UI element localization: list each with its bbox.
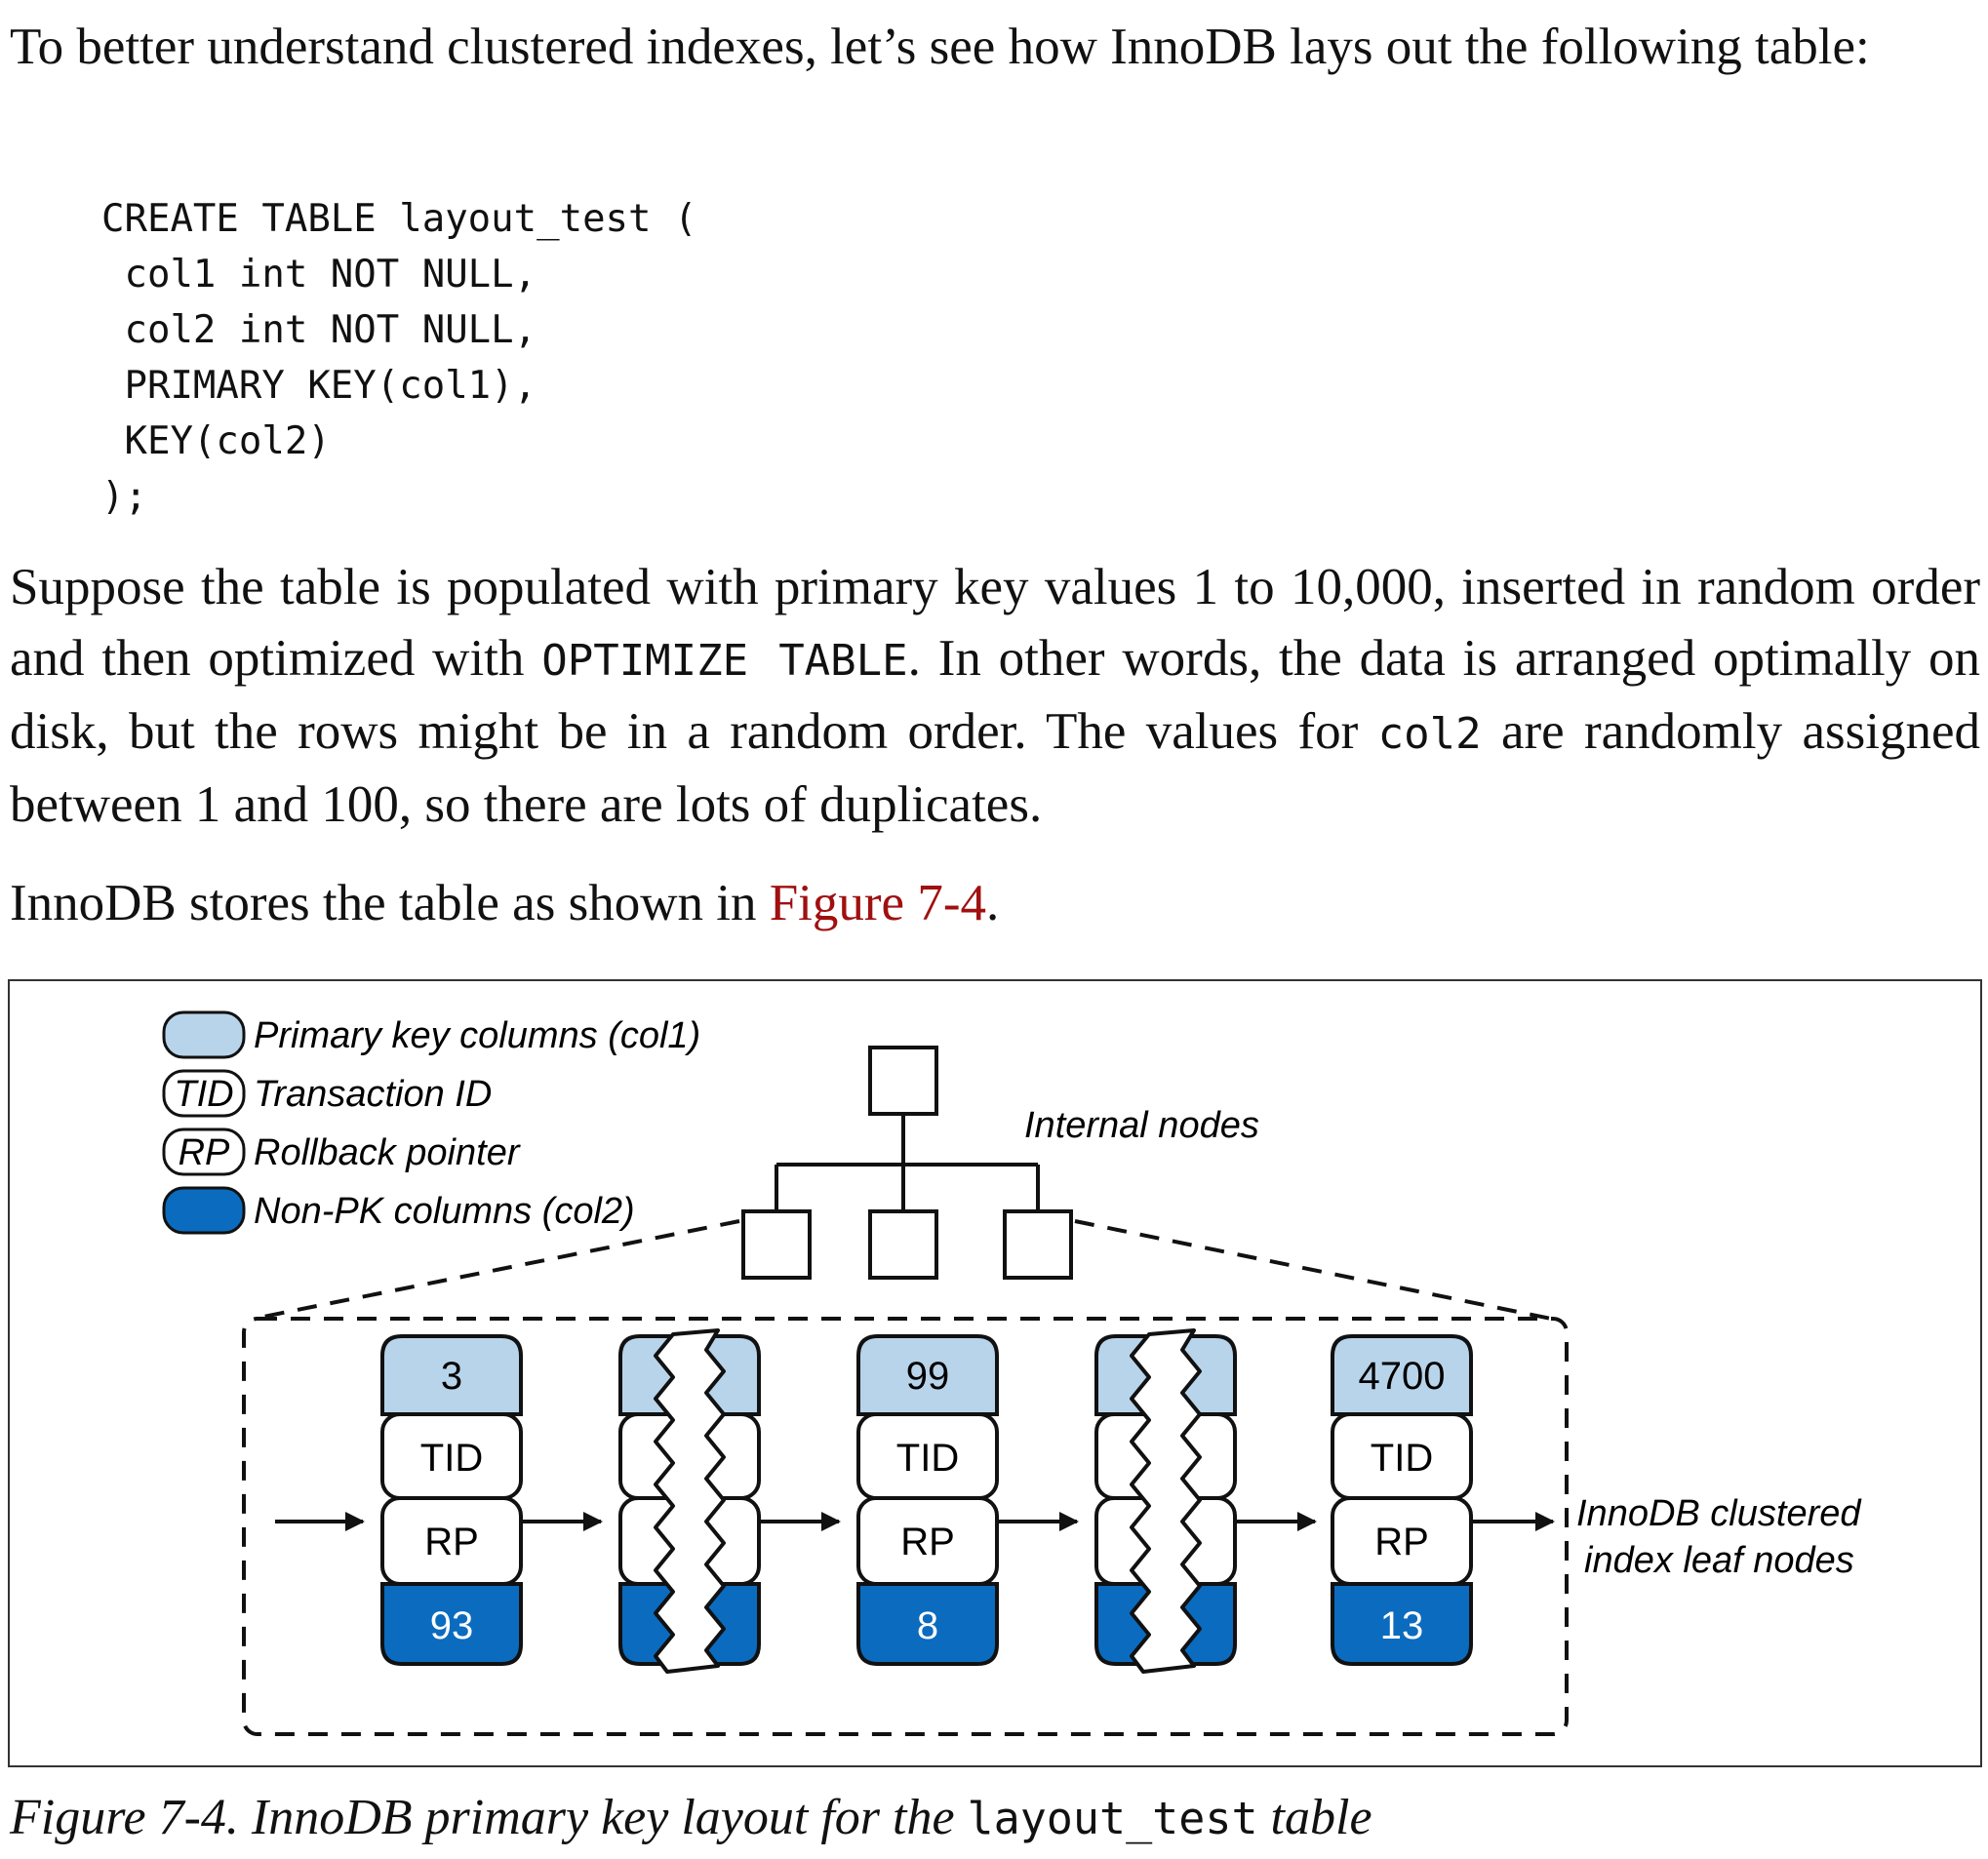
elided-leaf-node [1094, 1328, 1237, 1674]
figure-7-4: Primary key columns (col1) TID Transacti… [8, 979, 1982, 1767]
leaf-pk: 99 [906, 1355, 950, 1398]
leaf-rp: RP [1374, 1521, 1429, 1563]
figure-link[interactable]: Figure 7-4 [769, 875, 986, 931]
elided-leaf-node [618, 1328, 761, 1674]
code-line: CREATE TABLE layout_test ( [101, 197, 697, 241]
leaf-level-box [242, 1317, 1569, 1736]
root-node [868, 1046, 938, 1116]
leaf-node: 99 TID RP 8 [856, 1334, 999, 1666]
code-line: ); [101, 475, 147, 519]
legend: Primary key columns (col1) TID Transacti… [162, 1010, 700, 1235]
legend-swatch-pk [162, 1010, 246, 1059]
legend-badge-tid-text: TID [174, 1074, 233, 1115]
legend-text-tid: Transaction ID [254, 1074, 492, 1115]
storage-paragraph: InnoDB stores the table as shown in Figu… [10, 875, 1000, 931]
leaf-tid: TID [1371, 1437, 1433, 1480]
leaf-col2: 13 [1380, 1604, 1424, 1647]
legend-badge-tid [162, 1069, 246, 1118]
legend-text-nonpk: Non-PK columns (col2) [254, 1191, 635, 1232]
legend-text-rp: Rollback pointer [254, 1132, 521, 1173]
leaf-tid: TID [896, 1437, 959, 1480]
legend-badge-rp-text: RP [179, 1132, 230, 1173]
leaf-node: 4700 TID RP 13 [1331, 1334, 1473, 1666]
legend-badge-rp [162, 1127, 246, 1176]
intro-text: To better understand clustered indexes, … [10, 19, 1870, 75]
leaf-rp: RP [424, 1521, 479, 1563]
leaf-tid: TID [420, 1437, 483, 1480]
figure-caption: Figure 7-4. InnoDB primary key layout fo… [10, 1790, 1372, 1845]
child-node-3 [1003, 1209, 1073, 1280]
leaf-label-line2: index leaf nodes [1584, 1540, 1854, 1581]
child-node-2 [868, 1209, 938, 1280]
expansion-lines [242, 1219, 1569, 1736]
inline-code-optimize: OPTIMIZE TABLE [541, 636, 908, 686]
leaf-pk: 4700 [1359, 1355, 1446, 1398]
leaf-node: 3 TID RP 93 [380, 1334, 523, 1666]
populate-paragraph: Suppose the table is populated with prim… [10, 559, 1980, 833]
intro-paragraph: To better understand clustered indexes, … [10, 12, 1980, 83]
caption-code: layout_test [967, 1793, 1258, 1844]
code-line: col2 int NOT NULL, [101, 308, 537, 352]
code-line: KEY(col2) [101, 419, 331, 463]
internal-nodes [741, 1046, 1073, 1280]
leaf-pk: 3 [441, 1355, 462, 1398]
child-node-1 [741, 1209, 812, 1280]
code-line: col1 int NOT NULL, [101, 253, 537, 297]
leaf-col2: 8 [917, 1604, 938, 1647]
btree-diagram: Primary key columns (col1) TID Transacti… [162, 1010, 1862, 1736]
inline-code-col2: col2 [1377, 709, 1482, 759]
code-line: PRIMARY KEY(col1), [101, 364, 537, 408]
internal-nodes-label: Internal nodes [1024, 1105, 1259, 1146]
leaf-label-line1: InnoDB clustered [1576, 1493, 1862, 1534]
leaf-rp: RP [900, 1521, 955, 1563]
legend-swatch-nonpk [162, 1186, 246, 1235]
legend-text-pk: Primary key columns (col1) [254, 1015, 700, 1056]
leaf-col2: 93 [430, 1604, 474, 1647]
